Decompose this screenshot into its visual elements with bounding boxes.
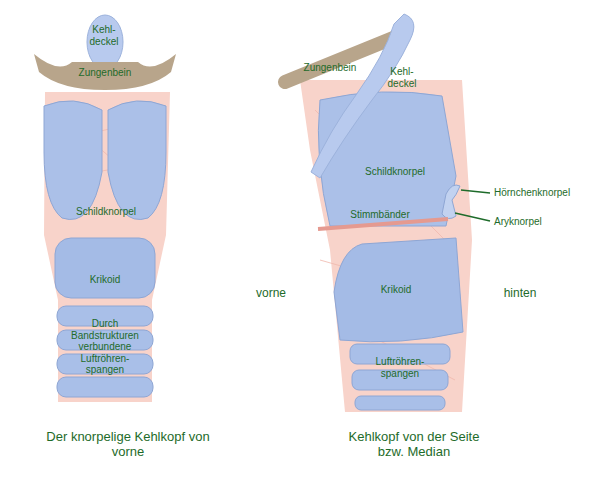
part-label: Schildknorpel [61,206,151,218]
part-label: Schildknorpel [350,166,440,178]
soft-tissue [300,80,472,412]
part-label: Kehl- deckel [84,24,124,47]
soft-tissue [44,92,170,402]
part-label: Luftröhren- spangen [369,356,431,379]
part-label: Durch Bandstrukturen verbundene Luftröhr… [66,318,144,376]
leader-line [461,190,490,193]
hyoid-bone [34,54,176,90]
part-label: Zungenbein [60,67,150,79]
direction-label: hinten [490,287,550,301]
part-label: Hörnchenknorpel [494,187,589,199]
part-label: Krikoid [65,274,145,286]
part-label: Kehl- deckel [382,66,422,89]
figure-caption: Kehlkopf von der Seite bzw. Median [338,430,490,460]
part-label: Zungenbein [295,62,365,74]
part-label: Aryknorpel [494,216,589,228]
figure-caption: Der knorpelige Kehlkopf von vorne [46,430,211,460]
cricoid [55,238,155,298]
thyroid-cartilage [318,92,456,226]
vocal-cords [318,219,448,229]
direction-label: vorne [241,287,301,301]
cricoid [334,238,463,342]
part-label: Krikoid [356,284,436,296]
thyroid-cartilage [44,101,102,220]
thyroid-cartilage [108,101,166,220]
part-label: Stimmbänder [340,209,420,221]
tracheal-ring [355,396,445,410]
tracheal-ring [57,377,153,397]
epiglottis [311,14,414,178]
leader-line [455,213,490,221]
